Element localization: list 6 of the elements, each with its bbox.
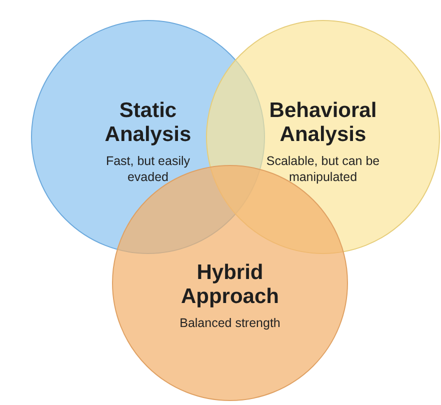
- circle-note: Fast, but easily evaded: [104, 153, 192, 185]
- circle-heading: Static Analysis: [104, 99, 192, 147]
- circle-heading: Hybrid Approach: [180, 261, 280, 309]
- circle-heading: Behavioral Analysis: [268, 99, 378, 147]
- circle-note: Scalable, but can be manipulated: [265, 153, 381, 185]
- circle-note: Balanced strength: [178, 315, 282, 331]
